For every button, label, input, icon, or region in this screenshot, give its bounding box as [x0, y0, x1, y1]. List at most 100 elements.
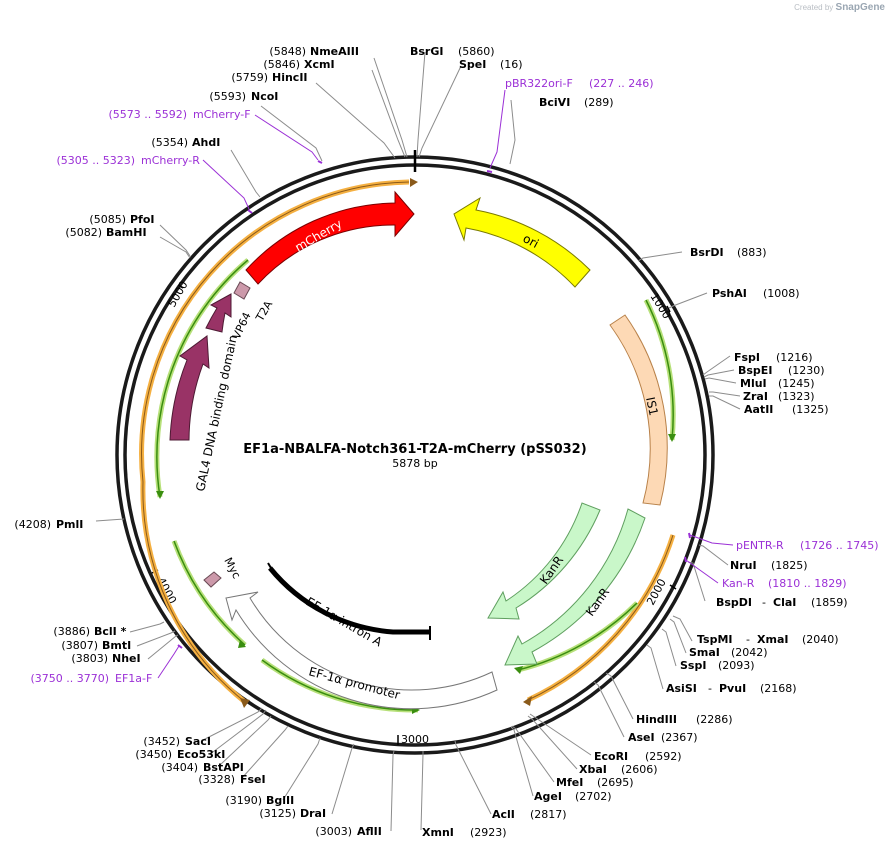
svg-text:PshAI: PshAI: [712, 287, 747, 300]
svg-text:BmtI: BmtI: [102, 639, 131, 652]
primer-pENTR-R: pENTR-R(1726 .. 1745): [736, 539, 879, 552]
site-XmnI: XmnI(2923): [422, 826, 507, 839]
credit-prefix: Created by: [794, 3, 834, 12]
primer-marks: [177, 160, 691, 649]
site-BsrDI: BsrDI (883): [690, 246, 767, 259]
svg-text:(2367): (2367): [661, 731, 698, 744]
svg-text:NheI: NheI: [112, 652, 141, 665]
site-AflII: (3003) AflII: [315, 825, 381, 838]
site-labels-left: (5848)NmeAIII (5846)XcmI (5759)HincII (5…: [14, 45, 381, 838]
svg-text:AseI: AseI: [628, 731, 655, 744]
outer-feature-arcs: [139, 179, 676, 713]
svg-text:-: -: [708, 682, 712, 695]
plasmid-name: EF1a-NBALFA-Notch361-T2A-mCherry (pSS032…: [243, 442, 586, 457]
site-BamHI: (5082) BamHI: [65, 226, 146, 239]
site-BmtI: (3807) BmtI: [61, 639, 131, 652]
site-BspEI: BspEI(1230): [738, 364, 825, 377]
svg-text:(16): (16): [500, 58, 523, 71]
svg-text:(3450): (3450): [135, 748, 172, 761]
site-MluI: MluI(1245): [740, 377, 815, 390]
svg-text:(3003): (3003): [315, 825, 352, 838]
svg-text:(1230): (1230): [788, 364, 825, 377]
svg-text:(227 .. 246): (227 .. 246): [589, 77, 654, 90]
svg-text:(5860): (5860): [458, 45, 495, 58]
site-SmaI: SmaI (2042): [689, 646, 768, 659]
site-AsiSI-PvuI: AsiSI-PvuI (2168): [666, 682, 797, 695]
svg-text:NmeAIII: NmeAIII: [310, 45, 359, 58]
svg-text:HindIII: HindIII: [636, 713, 677, 726]
T2A-feature: [233, 281, 251, 300]
svg-text:NcoI: NcoI: [251, 90, 278, 103]
primer-mCherry-R: (5305 .. 5323)mCherry-R: [56, 154, 200, 167]
site-XcmI: (5846)XcmI: [263, 58, 334, 71]
svg-text:Eco53kI: Eco53kI: [177, 748, 225, 761]
svg-text:(2168): (2168): [760, 682, 797, 695]
svg-text:SspI: SspI: [680, 659, 706, 672]
svg-text:AclI: AclI: [492, 808, 515, 821]
svg-text:3000: 3000: [401, 733, 429, 746]
svg-text:BstAPI: BstAPI: [203, 761, 244, 774]
svg-text:(2286): (2286): [696, 713, 733, 726]
site-BglII: (3190)BglII: [225, 794, 294, 807]
svg-text:-: -: [762, 596, 766, 609]
site-AseI: AseI (2367): [628, 731, 698, 744]
site-NheI: (3803)NheI: [71, 652, 140, 665]
GAL4-DBD-feature: [169, 335, 210, 441]
svg-text:mCherry-F: mCherry-F: [193, 108, 251, 121]
site-TspMI-XmaI: TspMI-XmaI(2040): [697, 633, 839, 646]
svg-text:SmaI: SmaI: [689, 646, 720, 659]
svg-text:AflII: AflII: [357, 825, 382, 838]
svg-text:NruI: NruI: [730, 559, 757, 572]
plasmid-size: 5878 bp: [392, 457, 437, 470]
svg-text:(5848): (5848): [269, 45, 306, 58]
site-XbaI: XbaI(2606): [579, 763, 658, 776]
VP64-label: VP64: [230, 310, 254, 341]
site-labels-right: BsrGI(5860) SpeI(16) BciVI(289) BsrDI(88…: [410, 45, 848, 839]
site-BclI: (3886)BclI *: [53, 625, 126, 638]
Myc-feature: [203, 571, 222, 588]
site-AclI: AclI(2817): [492, 808, 567, 821]
svg-text:EcoRI: EcoRI: [594, 750, 628, 763]
svg-text:(3807): (3807): [61, 639, 98, 652]
svg-text:AsiSI: AsiSI: [666, 682, 697, 695]
svg-text:BspDI: BspDI: [716, 596, 752, 609]
site-AhdI: (5354)AhdI: [151, 136, 220, 149]
svg-text:(5082): (5082): [65, 226, 102, 239]
site-NcoI: (5593)NcoI: [209, 90, 278, 103]
site-FseI: (3328)FseI: [198, 773, 265, 786]
svg-text:SacI: SacI: [185, 735, 211, 748]
svg-text:(289): (289): [584, 96, 614, 109]
svg-text:HincII: HincII: [272, 71, 308, 84]
svg-text:BamHI: BamHI: [106, 226, 147, 239]
svg-text:PfoI: PfoI: [130, 213, 155, 226]
svg-text:AatII: AatII: [744, 403, 773, 416]
primer-Kan-R: Kan-R(1810 .. 1829): [722, 577, 847, 590]
svg-text:-: -: [746, 633, 750, 646]
primer-labels: pBR322ori-F(227 .. 246) (5573 .. 5592)mC…: [30, 77, 878, 685]
svg-text:(3404): (3404): [161, 761, 198, 774]
svg-text:(2606): (2606): [621, 763, 658, 776]
svg-text:PvuI: PvuI: [719, 682, 746, 695]
svg-text:(1216): (1216): [776, 351, 813, 364]
site-SacI: (3452) SacI: [143, 735, 211, 748]
svg-text:XmaI: XmaI: [757, 633, 788, 646]
svg-text:(3452): (3452): [143, 735, 180, 748]
svg-text:(3125): (3125): [259, 807, 296, 820]
svg-text:FseI: FseI: [240, 773, 266, 786]
svg-text:AgeI: AgeI: [534, 790, 562, 803]
site-MfeI: MfeI(2695): [556, 776, 634, 789]
svg-text:(883): (883): [737, 246, 767, 259]
svg-text:mCherry-R: mCherry-R: [141, 154, 200, 167]
site-SpeI: SpeI(16): [459, 58, 523, 71]
svg-text:(2042): (2042): [731, 646, 768, 659]
site-BstAPI: (3404) BstAPI: [161, 761, 243, 774]
snapgene-credit: Created by SnapGene: [794, 2, 885, 13]
svg-text:(1323): (1323): [778, 390, 815, 403]
svg-text:BsrDI: BsrDI: [690, 246, 724, 259]
svg-text:(2040): (2040): [802, 633, 839, 646]
svg-text:PmlI: PmlI: [56, 518, 83, 531]
site-PfoI: (5085)PfoI: [89, 213, 154, 226]
mCherry-feature: [245, 190, 415, 285]
svg-text:(1859): (1859): [811, 596, 848, 609]
